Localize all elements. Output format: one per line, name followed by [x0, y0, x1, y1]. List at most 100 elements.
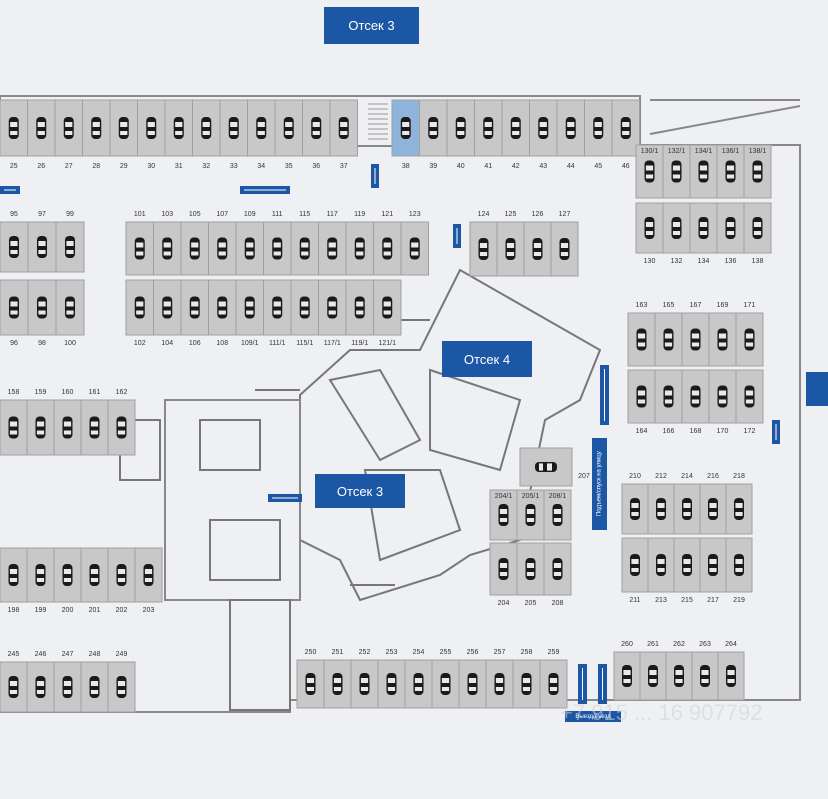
car-icon: [36, 117, 47, 139]
space-number: 121/1: [378, 340, 396, 347]
car-icon: [552, 504, 563, 526]
space-number: 115/1: [296, 340, 313, 347]
space-number: 130: [644, 258, 656, 265]
car-icon: [37, 236, 47, 258]
space-number: 109/1: [241, 340, 259, 347]
space-number: 39: [429, 163, 437, 170]
space-number: 136: [725, 258, 737, 265]
space-number: 46: [622, 163, 630, 170]
car-icon: [338, 117, 349, 139]
car-icon: [400, 117, 411, 139]
car-icon: [620, 117, 631, 139]
space-number: 40: [457, 163, 465, 170]
space-number: 95: [10, 211, 18, 218]
space-number: 219: [733, 597, 745, 604]
car-icon: [272, 296, 283, 319]
space-number: 160: [62, 389, 74, 396]
space-number: 212: [655, 473, 667, 480]
car-icon: [8, 117, 19, 139]
space-number: 32: [202, 163, 210, 170]
ramp-sign: Подъем/спуск на улицу: [592, 438, 607, 530]
space-number: 172: [744, 428, 756, 435]
car-icon: [244, 296, 255, 319]
space-number: 246: [35, 651, 47, 658]
car-icon: [538, 117, 549, 139]
space-number: 109: [244, 211, 256, 218]
space-number: 264: [725, 641, 737, 648]
car-icon: [354, 296, 365, 319]
car-icon: [354, 237, 365, 260]
car-icon: [478, 238, 489, 260]
parking-space-259[interactable]: [539, 659, 568, 709]
car-icon: [734, 554, 744, 576]
car-icon: [382, 296, 393, 319]
car-icon: [644, 217, 655, 239]
space-number: 214: [681, 473, 693, 480]
car-icon: [116, 676, 127, 698]
space-number: 41: [484, 163, 492, 170]
space-number: 125: [505, 211, 517, 218]
space-number: 103: [161, 211, 173, 218]
car-icon: [498, 558, 509, 580]
car-icon: [116, 564, 127, 586]
parking-space-262[interactable]: [665, 651, 693, 701]
car-icon: [62, 416, 73, 439]
car-icon: [299, 237, 310, 260]
car-icon: [217, 296, 228, 319]
car-icon: [143, 564, 154, 586]
space-number: 198: [8, 607, 20, 614]
car-icon: [494, 673, 505, 695]
space-number: 205/1: [522, 493, 540, 500]
car-icon: [734, 498, 744, 520]
car-icon: [548, 673, 559, 695]
car-icon: [228, 117, 239, 139]
parking-space-119-1[interactable]: [345, 279, 374, 336]
space-number: 201: [89, 607, 101, 614]
space-number: 43: [539, 163, 547, 170]
car-icon: [35, 416, 46, 439]
parking-space-36[interactable]: [302, 99, 331, 157]
car-icon: [9, 296, 19, 319]
car-icon: [725, 160, 736, 183]
car-icon: [565, 117, 576, 139]
parking-space-169[interactable]: [708, 312, 737, 367]
space-number: 162: [116, 389, 128, 396]
space-number: 27: [65, 163, 73, 170]
space-number: 255: [440, 649, 452, 656]
car-icon: [682, 554, 692, 576]
car-icon: [116, 416, 127, 439]
space-number: 248: [89, 651, 101, 658]
space-number: 132/1: [668, 148, 686, 155]
space-number: 100: [64, 340, 76, 347]
space-number: 132: [671, 258, 683, 265]
space-number: 251: [332, 649, 344, 656]
space-number: 117: [327, 211, 338, 218]
car-icon: [483, 117, 494, 139]
exit-sign: Выезд/въезд: [565, 711, 621, 722]
space-number: 31: [175, 163, 183, 170]
car-icon: [134, 237, 145, 260]
car-icon: [630, 498, 640, 520]
space-number: 245: [8, 651, 20, 658]
space-number: 121: [381, 211, 393, 218]
space-number: 124: [478, 211, 490, 218]
car-icon: [89, 416, 100, 439]
car-icon: [752, 217, 763, 239]
car-icon: [717, 328, 728, 351]
space-number: 138/1: [749, 148, 767, 155]
space-number: 104: [161, 340, 173, 347]
car-icon: [690, 385, 701, 408]
space-number: 111: [272, 211, 283, 218]
space-number: 261: [647, 641, 659, 648]
space-number: 247: [62, 651, 74, 658]
car-icon: [744, 328, 755, 351]
zone-label-top: Отсек 3: [324, 7, 419, 44]
car-icon: [698, 160, 709, 183]
space-number: 115: [299, 211, 310, 218]
space-number: 256: [467, 649, 479, 656]
car-icon: [525, 504, 536, 526]
space-number: 170: [717, 428, 729, 435]
parking-space-138-1[interactable]: [743, 144, 772, 199]
car-icon: [37, 296, 47, 319]
